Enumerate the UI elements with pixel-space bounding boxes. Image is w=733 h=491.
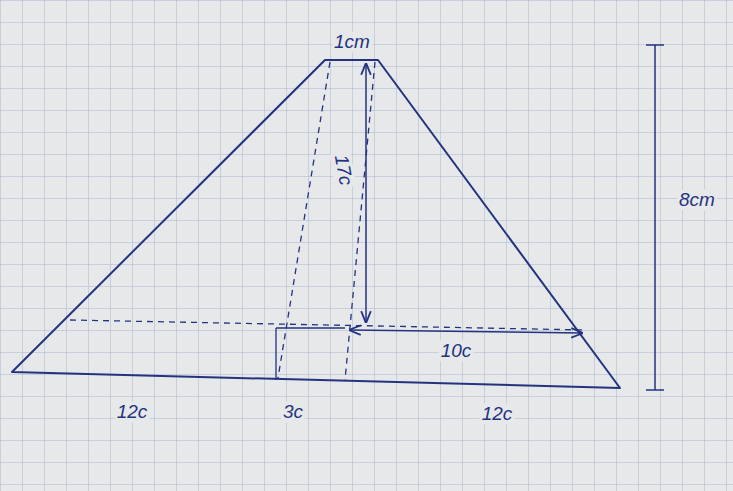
helper-rectangle: [276, 328, 345, 380]
dimension-label: 8cm: [677, 190, 717, 211]
dimension-label: 1cm: [332, 32, 372, 53]
dimension-label: 12c: [480, 404, 515, 425]
dimension-label: 10c: [439, 341, 474, 362]
dimension-label: 3c: [281, 402, 305, 423]
dashed-line: [278, 62, 330, 378]
dimension-label: 12c: [115, 402, 150, 423]
height-arrow: [365, 64, 367, 322]
dashed-line: [345, 62, 375, 380]
height-bar: [646, 45, 664, 390]
trapezoid-outline: [12, 60, 620, 388]
width-arrow: [350, 330, 582, 333]
